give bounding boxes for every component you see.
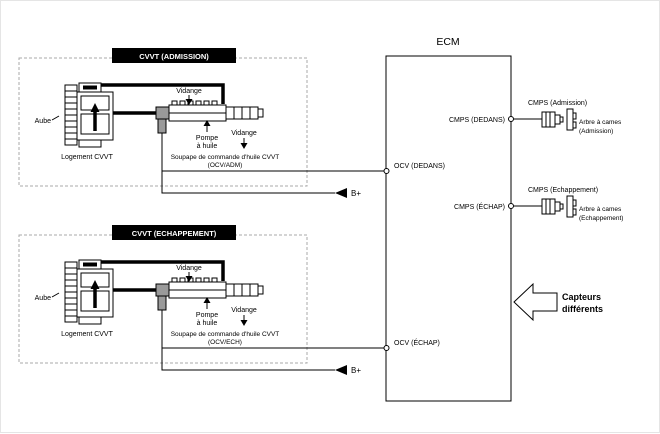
echappement-logement-label: Logement CVVT <box>61 331 113 338</box>
cmps-echappement-group: CMPS (Echappement) Arbre à cames (Echapp… <box>508 187 623 222</box>
cvvt-echappement-unit: CVVT (ECHAPPEMENT) Aube Logement CVVT Vi… <box>18 225 390 375</box>
echappement-bplus-triangle <box>335 365 347 375</box>
ecm-box <box>385 55 512 402</box>
echappement-aube-leader <box>51 292 60 298</box>
left-block-arrow-icon <box>513 282 558 322</box>
admission-vidange-top-arrowhead <box>185 99 193 105</box>
ecm-pin-label-ocv-dedans: OCV (DEDANS) <box>394 163 445 170</box>
cmps-admission-sensor-drawing <box>541 108 577 131</box>
admission-pompe-label-2: à huile <box>197 143 218 150</box>
echappement-bplus-label: B+ <box>351 366 361 375</box>
admission-aube-leader <box>51 115 60 121</box>
admission-bplus-label: B+ <box>351 189 361 198</box>
cmps-admission-label: CMPS (Admission) <box>528 100 587 107</box>
echappement-header-box <box>112 225 236 240</box>
admission-pompe-arrowhead <box>203 120 211 126</box>
echappement-vidange-top-arrowhead <box>185 276 193 282</box>
admission-dashed-box <box>18 57 308 187</box>
ecm-title: ECM <box>436 36 459 48</box>
admission-valve-caption-2: (OCV/ADM) <box>208 162 243 169</box>
cmps-echappement-cam-label-2: (Echappement) <box>579 215 623 222</box>
admission-aube-label: Aube <box>35 118 51 125</box>
admission-ocv-drawing <box>155 100 264 134</box>
echappement-vidange-2-label: Vidange <box>231 307 257 314</box>
echappement-vidange-2-arrowhead <box>240 320 248 326</box>
cvvt-admission-unit: CVVT (ADMISSION) Aube Logement CVVT Vida… <box>18 48 390 198</box>
echappement-vidange-top-label: Vidange <box>176 265 202 272</box>
capteurs-differents-callout: Capteurs différents <box>513 282 603 322</box>
cmps-echappement-cam-label-1: Arbre à cames <box>579 206 622 213</box>
echappement-valve-caption-2: (OCV/ECH) <box>208 339 242 346</box>
ecm-pin-label-cmps-dedans: CMPS (DEDANS) <box>449 117 505 124</box>
ecm-pin-label-ocv-echap: OCV (ÉCHAP) <box>394 338 440 347</box>
cmps-admission-cam-label-2: (Admission) <box>579 128 613 135</box>
capteurs-label-2: différents <box>562 304 603 314</box>
cmps-echappement-terminal <box>508 203 514 209</box>
echappement-valve-caption-1: Soupape de commande d'huile CVVT <box>171 331 280 338</box>
cmps-echappement-sensor-drawing <box>541 195 577 218</box>
echappement-pompe-arrowhead <box>203 297 211 303</box>
admission-vidange-2-arrowhead <box>240 143 248 149</box>
cmps-admission-terminal <box>508 116 514 122</box>
admission-bplus-wire <box>161 171 335 194</box>
echappement-bplus-wire <box>161 348 335 371</box>
admission-actuator-drawing <box>63 81 115 149</box>
admission-bplus-triangle <box>335 188 347 198</box>
echappement-actuator-drawing <box>63 258 115 326</box>
admission-pompe-label-1: Pompe <box>196 135 218 142</box>
admission-header-label: CVVT (ADMISSION) <box>139 52 209 61</box>
admission-vidange-top-label: Vidange <box>176 88 202 95</box>
cmps-admission-group: CMPS (Admission) Arbre à cames (Admissio… <box>508 100 622 135</box>
echappement-ocv-drawing <box>155 277 264 311</box>
cmps-admission-cam-label-1: Arbre à cames <box>579 119 622 126</box>
echappement-aube-label: Aube <box>35 295 51 302</box>
admission-ocv-terminal <box>383 168 390 174</box>
admission-vidange-2-label: Vidange <box>231 130 257 137</box>
echappement-ocv-terminal <box>383 345 390 351</box>
admission-header-box <box>112 48 236 63</box>
admission-logement-label: Logement CVVT <box>61 154 113 161</box>
echappement-pompe-label-2: à huile <box>197 320 218 327</box>
echappement-pompe-label-1: Pompe <box>196 312 218 319</box>
capteurs-label-1: Capteurs <box>562 292 601 302</box>
echappement-header-label: CVVT (ECHAPPEMENT) <box>132 229 217 238</box>
admission-valve-caption-1: Soupape de commande d'huile CVVT <box>171 154 280 161</box>
ecm-pin-label-cmps-echap: CMPS (ÉCHAP) <box>454 202 505 211</box>
cmps-echappement-label: CMPS (Echappement) <box>528 187 598 194</box>
echappement-dashed-box <box>18 234 308 364</box>
